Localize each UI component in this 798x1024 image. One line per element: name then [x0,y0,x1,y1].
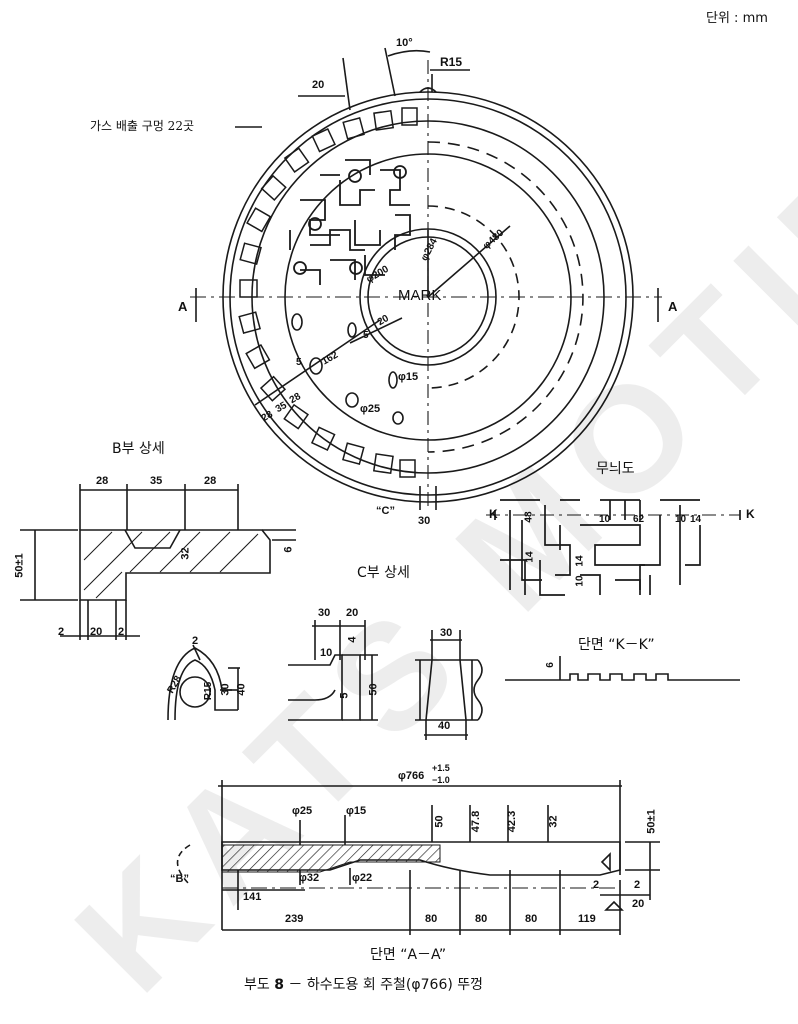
detail-c-h5: 5 [338,692,351,699]
dim-angle-10: 10° [396,37,413,49]
section-marker-a-right: A [668,299,678,314]
section-a-d239: 239 [285,913,304,925]
detail-c-w30: 30 [318,607,331,619]
caption-text: 하수도용 회 주철(φ766) 뚜껑 [306,977,484,993]
figure-caption: 부도 8 － 하수도용 회 주철(φ766) 뚜껑 [244,978,483,992]
section-a-overall-tol-upper: +1.5 [432,763,450,773]
lower-holes [291,313,404,425]
detail-b-dim-28b: 28 [204,475,217,487]
detail-b-dim-35: 35 [150,475,163,487]
section-a-d20: 20 [632,898,645,910]
detail-c-h50: 50 [367,683,380,696]
pattern-dim-62: 62 [633,514,645,525]
pattern-k-left: K [489,507,498,521]
section-a-overall-tol-lower: −1.0 [432,775,450,785]
pattern-dim-10c: 10 [574,575,586,587]
detail-b [20,484,296,640]
detail-c-title: C부 상세 [357,565,410,581]
detail-b-bottom-2a: 2 [58,626,65,638]
section-a-d141: 141 [243,891,262,903]
section-a-d119: 119 [578,913,596,925]
top-notch [419,87,437,93]
unit-label: 단위 : mm [706,11,768,26]
detail-c-right-bottom: 40 [438,720,451,732]
pattern-dim-14c: 14 [574,555,586,567]
section-a-overall-main: φ766 [398,770,425,782]
detail-c-mid [288,620,378,721]
section-a-d2a: 2 [593,879,600,891]
mark-label: MARK [398,287,442,304]
detail-c-w20: 20 [346,607,359,619]
section-a-title: 단면 “A－A” [370,947,447,963]
radius-162-line [254,319,381,406]
detail-c-r2: 2 [192,635,199,647]
detail-b-inner: 32 [179,547,192,560]
section-a-h47-8: 47.8 [470,810,483,833]
detail-c-left [167,644,240,721]
dim-phi25-plan: φ25 [360,403,381,415]
section-a-b-marker: “B” [170,873,189,885]
pattern-dim-14a: 14 [690,514,702,525]
pattern-dim-14b: 14 [524,551,536,563]
section-a-d80a: 80 [425,913,438,925]
detail-b-title: B부 상세 [112,441,165,457]
section-k-title: 단면 “K－K” [578,637,655,653]
maze-pattern [289,159,411,285]
caption-dash: － [288,977,303,993]
bottom-notch [419,486,437,510]
section-a-phi32: φ32 [299,872,320,884]
section-k-height: 6 [544,662,556,668]
dim-20-top: 20 [312,79,325,91]
detail-c-right [415,630,483,740]
detail-b-bottom-20: 20 [90,626,103,638]
plan-view [190,47,662,510]
section-a-phi22: φ22 [352,872,373,884]
section-a-h32: 32 [547,815,560,828]
detail-c-h30: 30 [219,683,232,696]
detail-b-dim-28a: 28 [96,475,109,487]
vent-slots [238,107,418,478]
section-a-h42-3: 42.3 [506,810,519,833]
gas-holes-label: 가스 배출 구멍 22곳 [90,119,194,133]
detail-b-height: 50±1 [13,553,26,578]
pattern-dim-10b: 10 [675,514,687,525]
section-a-phi25: φ25 [292,805,313,817]
detail-c-h4: 4 [346,636,359,643]
dim-phi15-plan: φ15 [398,371,419,383]
detail-c-r15: R15 [203,681,215,701]
dim-r5b: 5 [296,357,302,368]
section-a [176,780,660,935]
section-k-profile [505,656,740,681]
section-a-d2b: 2 [634,879,641,891]
c-marker: “C” [376,505,395,517]
section-a-h50: 50 [433,815,446,828]
radius-480-line [427,225,511,298]
detail-b-bottom-2b: 2 [118,626,125,638]
detail-c-h40: 40 [235,683,248,696]
detail-b-hatch [83,531,259,599]
section-a-d80b: 80 [475,913,488,925]
dim-c-30: 30 [418,515,431,527]
pattern-title: 무늬도 [596,461,635,477]
detail-c-h10: 10 [320,647,333,659]
pattern-dim-10a: 10 [599,514,611,525]
section-a-d80c: 80 [525,913,538,925]
detail-b-right: 6 [282,546,295,553]
caption-prefix: 부도 [244,977,270,993]
detail-c-right-top: 30 [440,627,453,639]
dim-r5a: 5 [363,330,369,341]
section-a-h50pm: 50±1 [645,809,658,834]
dim-r15-top: R15 [440,55,463,69]
caption-number: 8 [274,977,284,993]
section-marker-a-left: A [178,299,188,314]
pattern-k-right: K [746,507,755,521]
section-a-phi15: φ15 [346,805,367,817]
pattern-drawing [486,499,741,596]
pattern-dim-48: 48 [523,511,535,523]
